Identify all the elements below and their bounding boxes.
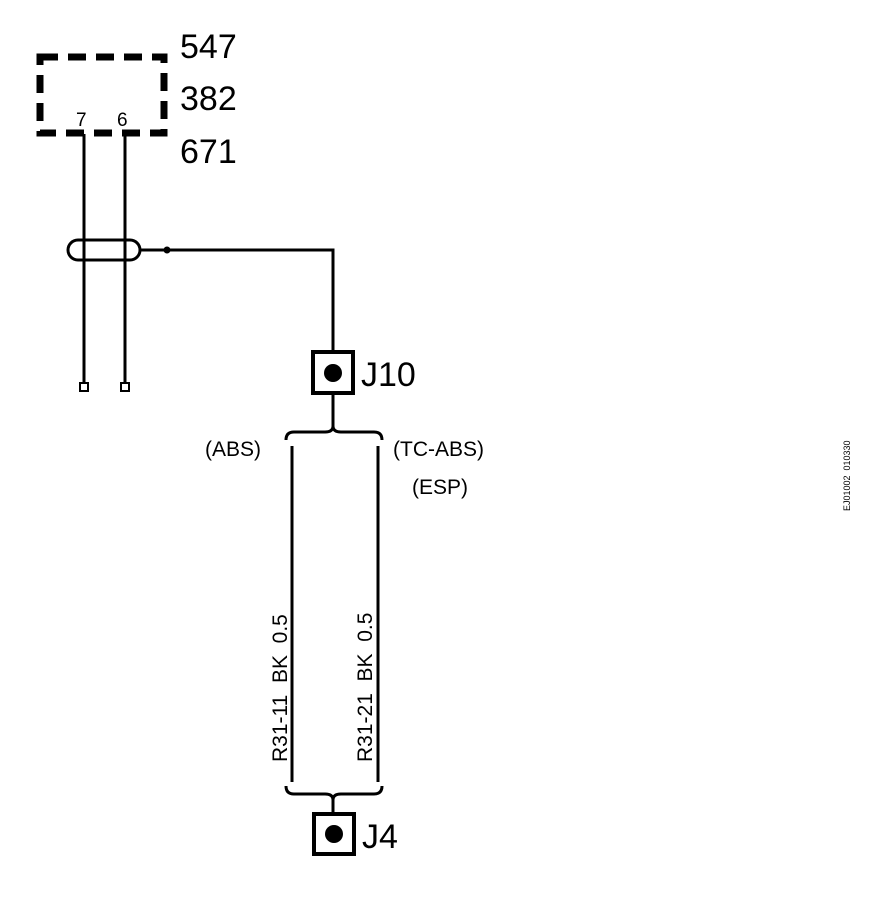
component-code-2: 382 [180,80,237,118]
wire-label-r31-11: R31-11 BK 0.5 [269,614,292,762]
shield-junction-dot [163,246,171,254]
component-code-3: 671 [180,133,237,171]
pin-label-6: 6 [117,110,128,131]
variant-brace-bottom [284,785,384,801]
figure-id-label: EJ01002 010330 [842,440,852,511]
connector-j10-pin [324,364,342,382]
variant-brace-top [284,425,384,441]
wire-end-terminal-6 [120,382,130,392]
connector-j10-label: J10 [361,356,416,394]
connector-j4-pin [325,825,343,843]
wire-label-r31-21: R31-21 BK 0.5 [354,613,377,762]
wire-end-terminal-7 [79,382,89,392]
connector-j4-label: J4 [362,818,398,856]
shield-drain-wire [140,248,335,352]
component-code-1: 547 [180,28,237,66]
variant-label-abs: (ABS) [205,438,261,461]
twisted-pair-shield [66,238,142,262]
pin-label-7: 7 [76,110,87,131]
variant-label-tc-abs: (TC-ABS) [393,438,484,461]
variant-label-esp: (ESP) [412,476,468,499]
component-dashed-box [36,53,168,137]
